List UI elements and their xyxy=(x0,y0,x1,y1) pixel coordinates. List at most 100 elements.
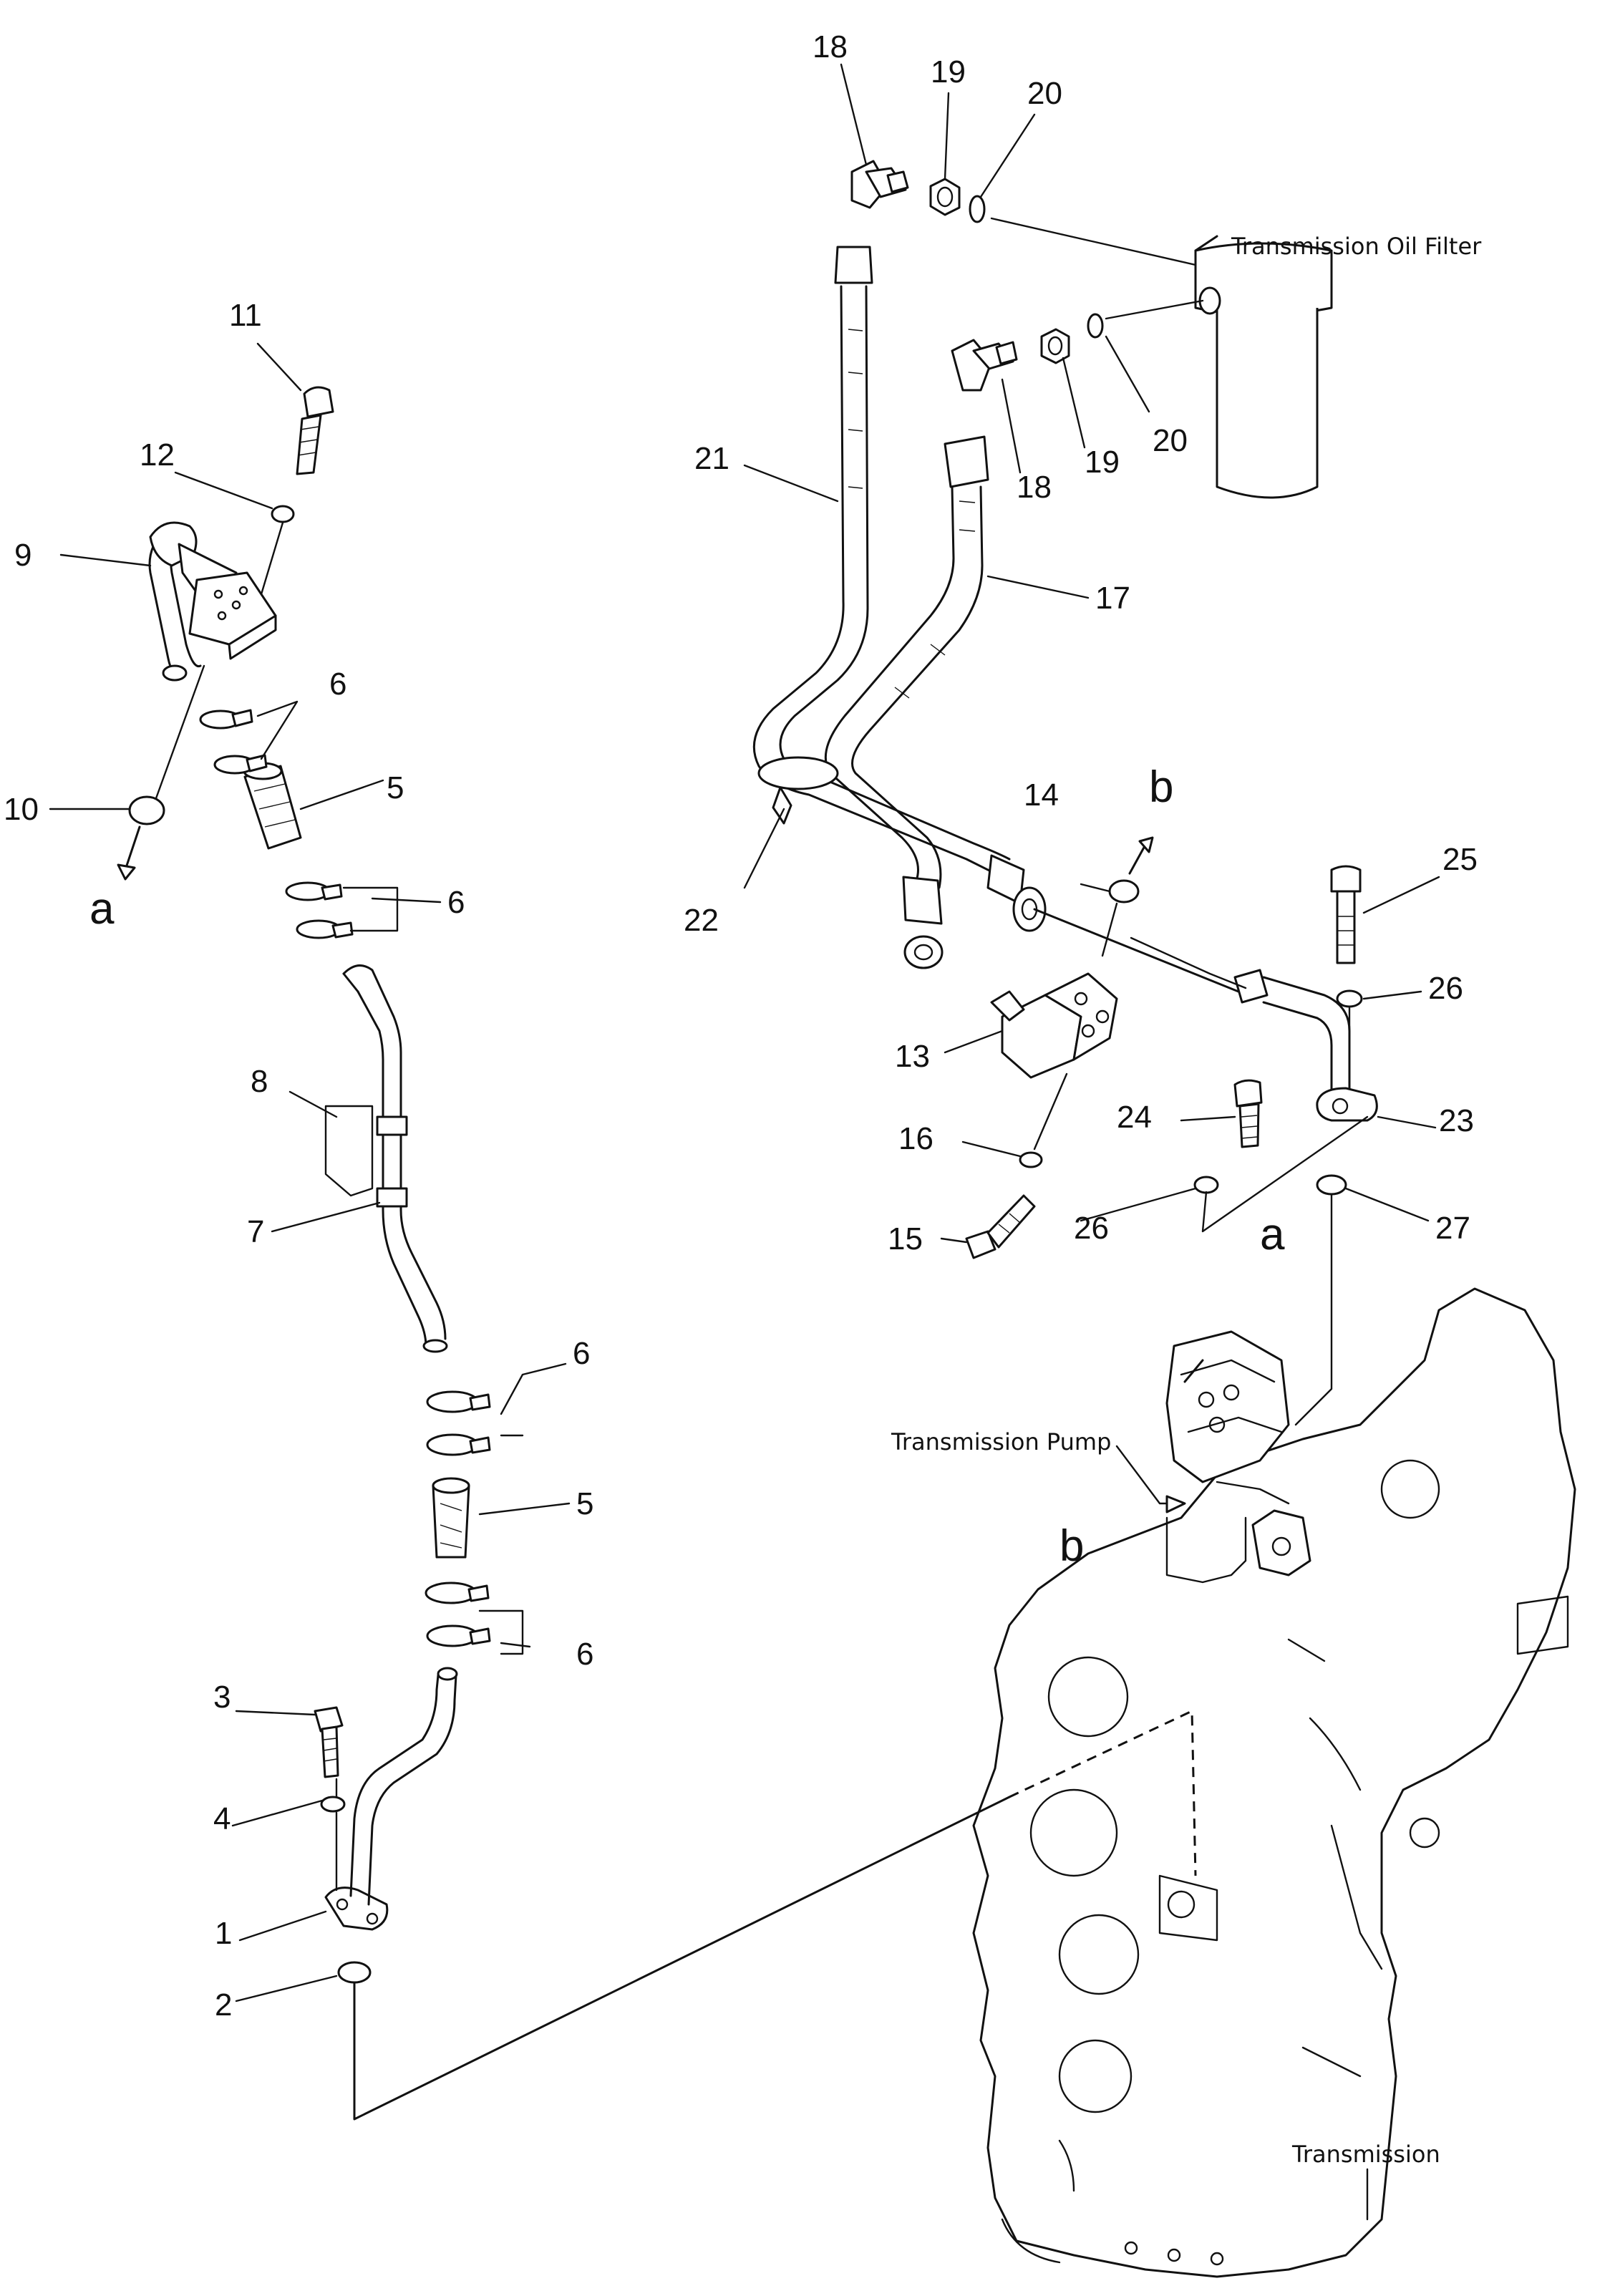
leader-20b-filter xyxy=(1105,299,1204,320)
leader-a-pump xyxy=(1183,1359,1204,1383)
bolt-24 xyxy=(1233,1079,1263,1148)
callout-12: 12 xyxy=(140,437,175,473)
callout-11: 11 xyxy=(229,298,262,333)
leader-16-13 xyxy=(1033,1072,1068,1151)
hose-clamps-6-lower xyxy=(425,1581,491,1647)
transmission-oil-filter xyxy=(1194,235,1333,499)
marker-a-left: a xyxy=(89,884,115,934)
nut-19-top xyxy=(929,178,961,216)
hidden-connection xyxy=(1009,1709,1197,1876)
callout-7: 7 xyxy=(247,1214,264,1249)
elbow-pipe-9 xyxy=(148,521,277,682)
suction-tube-7 xyxy=(342,964,448,1353)
arrow-b-shaft xyxy=(1128,843,1147,875)
elbow-18-second xyxy=(951,339,1018,392)
callout-17: 17 xyxy=(1095,581,1130,616)
hose-clamps-6-upper-a xyxy=(199,709,268,775)
callout-2: 2 xyxy=(215,1987,232,2023)
o-ring-27 xyxy=(1316,1174,1347,1196)
leader-b-pump xyxy=(1115,1445,1175,1505)
label-transmission-pump: Transmission Pump xyxy=(891,1428,1111,1455)
callout-15: 15 xyxy=(888,1221,923,1256)
band-clamp-22 xyxy=(757,756,839,825)
label-transmission-oil-filter: Transmission Oil Filter xyxy=(1231,233,1482,260)
callout-16: 16 xyxy=(898,1121,933,1156)
callout-6-b: 6 xyxy=(447,885,465,920)
leader-27-pump xyxy=(1294,1193,1333,1426)
leader-14-23 xyxy=(1130,936,1247,989)
washer-4 xyxy=(320,1796,346,1813)
washer-26-lower xyxy=(1193,1176,1219,1194)
callout-26-lower: 26 xyxy=(1074,1211,1109,1246)
block-13 xyxy=(990,972,1118,1079)
callout-14: 14 xyxy=(1024,778,1059,813)
callout-8: 8 xyxy=(251,1064,268,1099)
callout-3: 3 xyxy=(213,1680,231,1715)
hose-17 xyxy=(824,435,989,969)
callout-5-lower: 5 xyxy=(576,1486,593,1521)
marker-a-pump: a xyxy=(1260,1210,1285,1259)
bolt-25 xyxy=(1330,865,1362,964)
o-ring-20-top xyxy=(969,195,986,223)
o-ring-20-second xyxy=(1087,313,1104,339)
suction-tube-flange xyxy=(324,1667,458,1931)
callout-leaders xyxy=(49,63,1440,2221)
hose-5-lower xyxy=(432,1477,470,1559)
callout-19-top: 19 xyxy=(931,54,966,89)
bolt-11 xyxy=(296,386,334,475)
connection-2-transmission xyxy=(353,1796,1011,2121)
callout-9: 9 xyxy=(14,538,31,573)
callout-1: 1 xyxy=(215,1916,232,1951)
callout-20-second: 20 xyxy=(1153,423,1188,458)
leader-21-23 xyxy=(1033,908,1240,993)
callout-6-d: 6 xyxy=(576,1637,593,1672)
hose-clamps-6-upper-b xyxy=(285,881,354,939)
arrow-b-head xyxy=(1138,836,1154,853)
marker-b-top: b xyxy=(1149,762,1173,812)
arrow-a-head xyxy=(117,863,136,881)
hose-5-upper xyxy=(243,762,302,850)
callout-19-second: 19 xyxy=(1085,445,1120,480)
callout-25: 25 xyxy=(1442,842,1478,877)
callout-6-a: 6 xyxy=(329,667,346,702)
washer-16 xyxy=(1019,1151,1043,1168)
elbow-18-top xyxy=(850,160,909,209)
arrow-b-pump-head xyxy=(1165,1495,1186,1513)
callout-10: 10 xyxy=(4,792,39,827)
callout-23: 23 xyxy=(1439,1103,1474,1138)
bolt-3 xyxy=(314,1706,344,1778)
arrow-a-shaft xyxy=(124,825,141,871)
leader-26-24 xyxy=(1201,1115,1369,1233)
marker-b-pump: b xyxy=(1059,1521,1084,1571)
hose-21 xyxy=(752,246,1047,932)
callout-27: 27 xyxy=(1435,1211,1470,1246)
pipe-flange-23 xyxy=(1233,969,1378,1122)
callout-18-top: 18 xyxy=(813,29,848,64)
o-ring-2 xyxy=(337,1961,372,1984)
leader-12-9 xyxy=(260,521,284,596)
callout-24: 24 xyxy=(1117,1100,1152,1135)
callout-20-top: 20 xyxy=(1027,76,1062,111)
callout-6-c: 6 xyxy=(573,1336,590,1371)
label-transmission: Transmission xyxy=(1291,2141,1440,2168)
callout-18-second: 18 xyxy=(1017,470,1052,505)
leader-10-9 xyxy=(155,664,205,800)
bracket-8 xyxy=(324,1105,374,1197)
callout-21: 21 xyxy=(694,441,729,476)
bolt-15 xyxy=(965,1194,1036,1259)
washer-26-top xyxy=(1336,989,1363,1008)
callout-26-top: 26 xyxy=(1428,971,1463,1006)
hose-clamps-6-middle xyxy=(426,1390,491,1456)
transmission-pump xyxy=(1165,1330,1311,1576)
o-ring-10 xyxy=(128,795,165,825)
o-ring-14 xyxy=(1108,879,1140,904)
washer-12 xyxy=(271,505,295,523)
nut-19-second xyxy=(1040,328,1070,364)
callout-5-upper: 5 xyxy=(387,770,404,805)
transmission-housing xyxy=(972,1287,1576,2278)
leader-20-filter xyxy=(990,217,1197,266)
leader-14-13 xyxy=(1101,902,1118,957)
callout-13: 13 xyxy=(895,1039,930,1074)
callout-4: 4 xyxy=(213,1801,231,1836)
